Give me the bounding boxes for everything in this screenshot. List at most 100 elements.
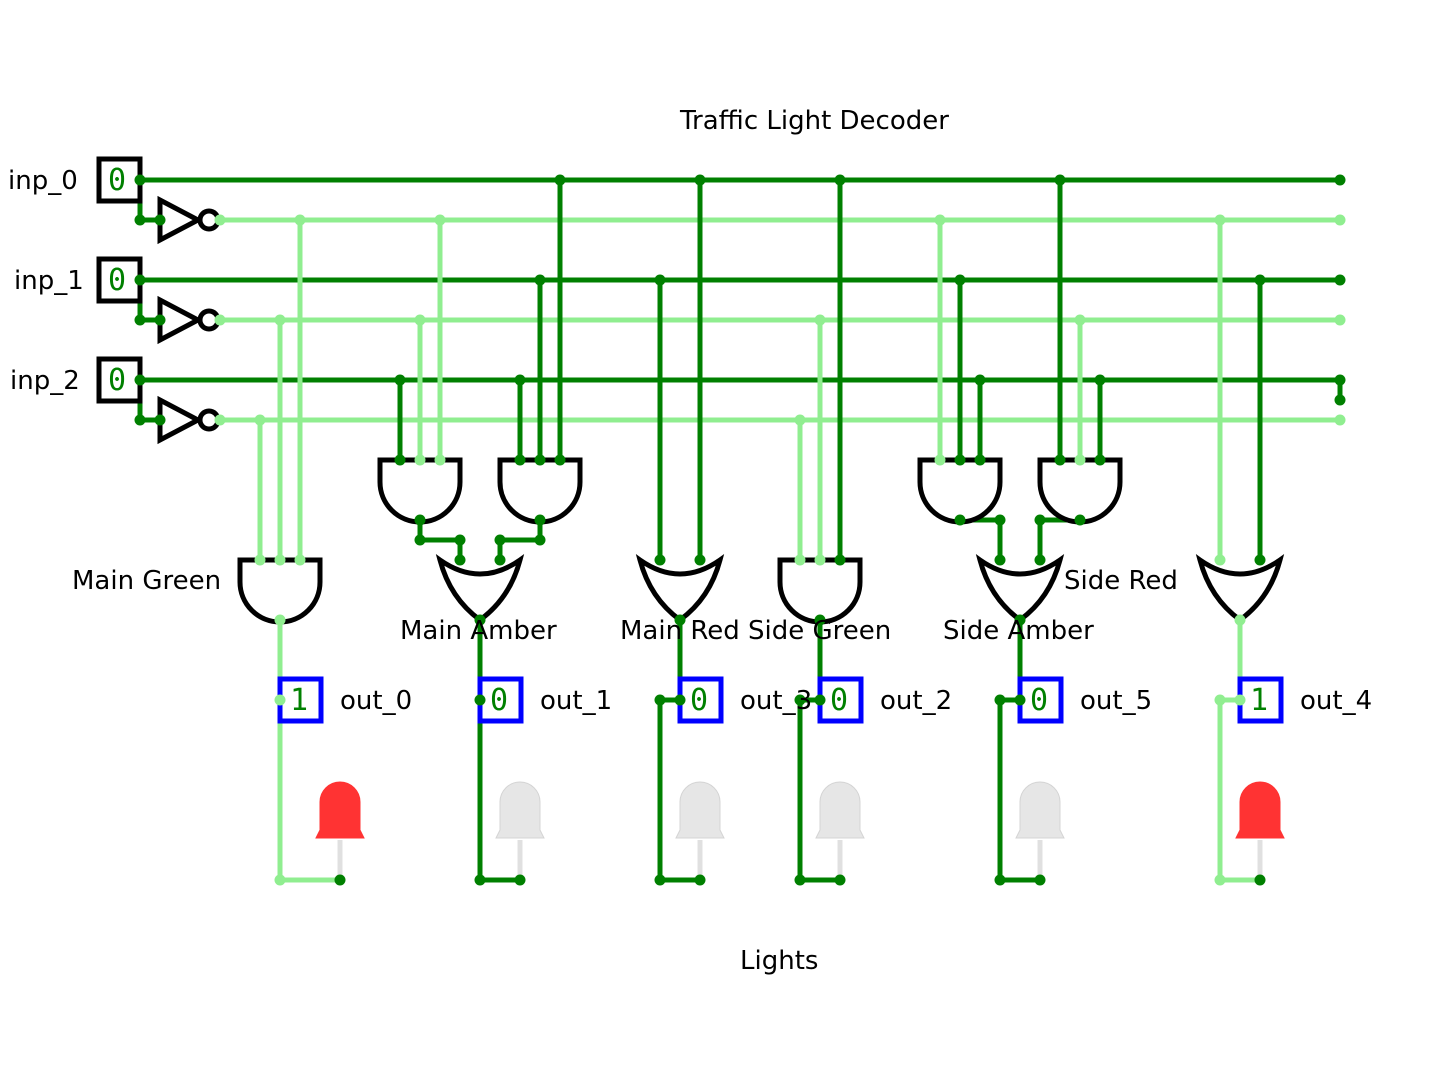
junction-dot (1054, 174, 1066, 186)
junction-dot (974, 454, 986, 466)
junction-dot (1074, 314, 1086, 326)
junction-dot (534, 534, 546, 546)
junction-dot (794, 694, 806, 706)
junction-dot (674, 614, 686, 626)
output-value-out-2: 0 (830, 683, 848, 718)
not-gate (157, 395, 204, 445)
junction-dot (134, 414, 146, 426)
junction-dot (834, 874, 846, 886)
junction-dot (214, 214, 226, 226)
wire (417, 520, 463, 560)
junction-dot (274, 874, 286, 886)
junction-dot (134, 374, 146, 386)
not-gate (157, 295, 204, 345)
junction-dot (1234, 614, 1246, 626)
junction-dot (1214, 214, 1226, 226)
output-box (1017, 676, 1064, 724)
junction-dot (1214, 874, 1226, 886)
junction-dot (1234, 694, 1246, 706)
wire (1217, 697, 1260, 883)
input-label-inp-1: inp_1 (14, 266, 84, 296)
junction-dot (794, 554, 806, 566)
gate-label-side-amber: Side Amber (943, 616, 1094, 646)
gate-label-main-red: Main Red (620, 616, 740, 646)
junction-dot (994, 554, 1006, 566)
junction-dot (414, 454, 426, 466)
led-off (815, 781, 865, 839)
input-value-inp-0[interactable]: 0 (108, 163, 126, 198)
junction-dot (1214, 554, 1226, 566)
or-gate (975, 554, 1065, 624)
junction-dot (794, 874, 806, 886)
gate-label-side-red: Side Red (1064, 566, 1178, 596)
and-gate (1037, 457, 1123, 525)
junction-dot (1214, 694, 1226, 706)
junction-dot (394, 454, 406, 466)
gates (157, 195, 1285, 625)
junction-dot (974, 374, 986, 386)
wires (137, 177, 1343, 883)
junction-dot (814, 694, 826, 706)
input-value-inp-2[interactable]: 0 (108, 363, 126, 398)
junction-dot (414, 314, 426, 326)
junction-dot (1334, 374, 1346, 386)
junction-dot (394, 374, 406, 386)
output-label-out-4: out_4 (1300, 686, 1372, 716)
junction-dot (814, 314, 826, 326)
and-gate (917, 457, 1003, 525)
junction-dot (654, 554, 666, 566)
junction-dot (1054, 454, 1066, 466)
junction-dot (1334, 274, 1346, 286)
junction-dot (134, 314, 146, 326)
junction-dot (414, 514, 426, 526)
junction-dot (954, 454, 966, 466)
input-value-inp-1[interactable]: 0 (108, 263, 126, 298)
junction-dot (1254, 874, 1266, 886)
junction-dot (694, 874, 706, 886)
and-gate (777, 557, 863, 625)
junction-dot (1334, 414, 1346, 426)
leds (315, 781, 1285, 880)
junction-dot (994, 694, 1006, 706)
output-value-out-4: 1 (1250, 683, 1268, 718)
junction-dot (554, 174, 566, 186)
junction-dot (134, 174, 146, 186)
junction-dot (454, 554, 466, 566)
junction-dot (834, 174, 846, 186)
junction-dot (654, 274, 666, 286)
junction-dot (1034, 874, 1046, 886)
led-off (1015, 781, 1065, 839)
junction-dot (254, 554, 266, 566)
wire (137, 380, 160, 423)
junction-dot (994, 514, 1006, 526)
junction-dot (134, 214, 146, 226)
and-gate (377, 457, 463, 525)
wire (137, 180, 160, 223)
junction-dot (794, 414, 806, 426)
junction-dot (534, 274, 546, 286)
junction-dot (494, 534, 506, 546)
junction-dot (1254, 274, 1266, 286)
junction-dot (454, 534, 466, 546)
junction-dot (534, 514, 546, 526)
led-on (1235, 781, 1285, 839)
junction-dot (694, 554, 706, 566)
junction-dot (654, 694, 666, 706)
gate-label-main-green: Main Green (72, 566, 221, 596)
junction-dot (814, 614, 826, 626)
output-value-out-0: 1 (290, 683, 308, 718)
output-label-out-2: out_2 (880, 686, 952, 716)
output-value-out-5: 0 (1030, 683, 1048, 718)
junction-dot (934, 454, 946, 466)
junction-dot (274, 554, 286, 566)
junction-dot (554, 454, 566, 466)
junction-dot (474, 874, 486, 886)
or-gate (435, 554, 525, 624)
junction-dot (514, 874, 526, 886)
junction-dot (434, 454, 446, 466)
junction-dot (1254, 554, 1266, 566)
output-box (477, 676, 524, 724)
junction-dot (954, 274, 966, 286)
output-box (1237, 676, 1284, 724)
